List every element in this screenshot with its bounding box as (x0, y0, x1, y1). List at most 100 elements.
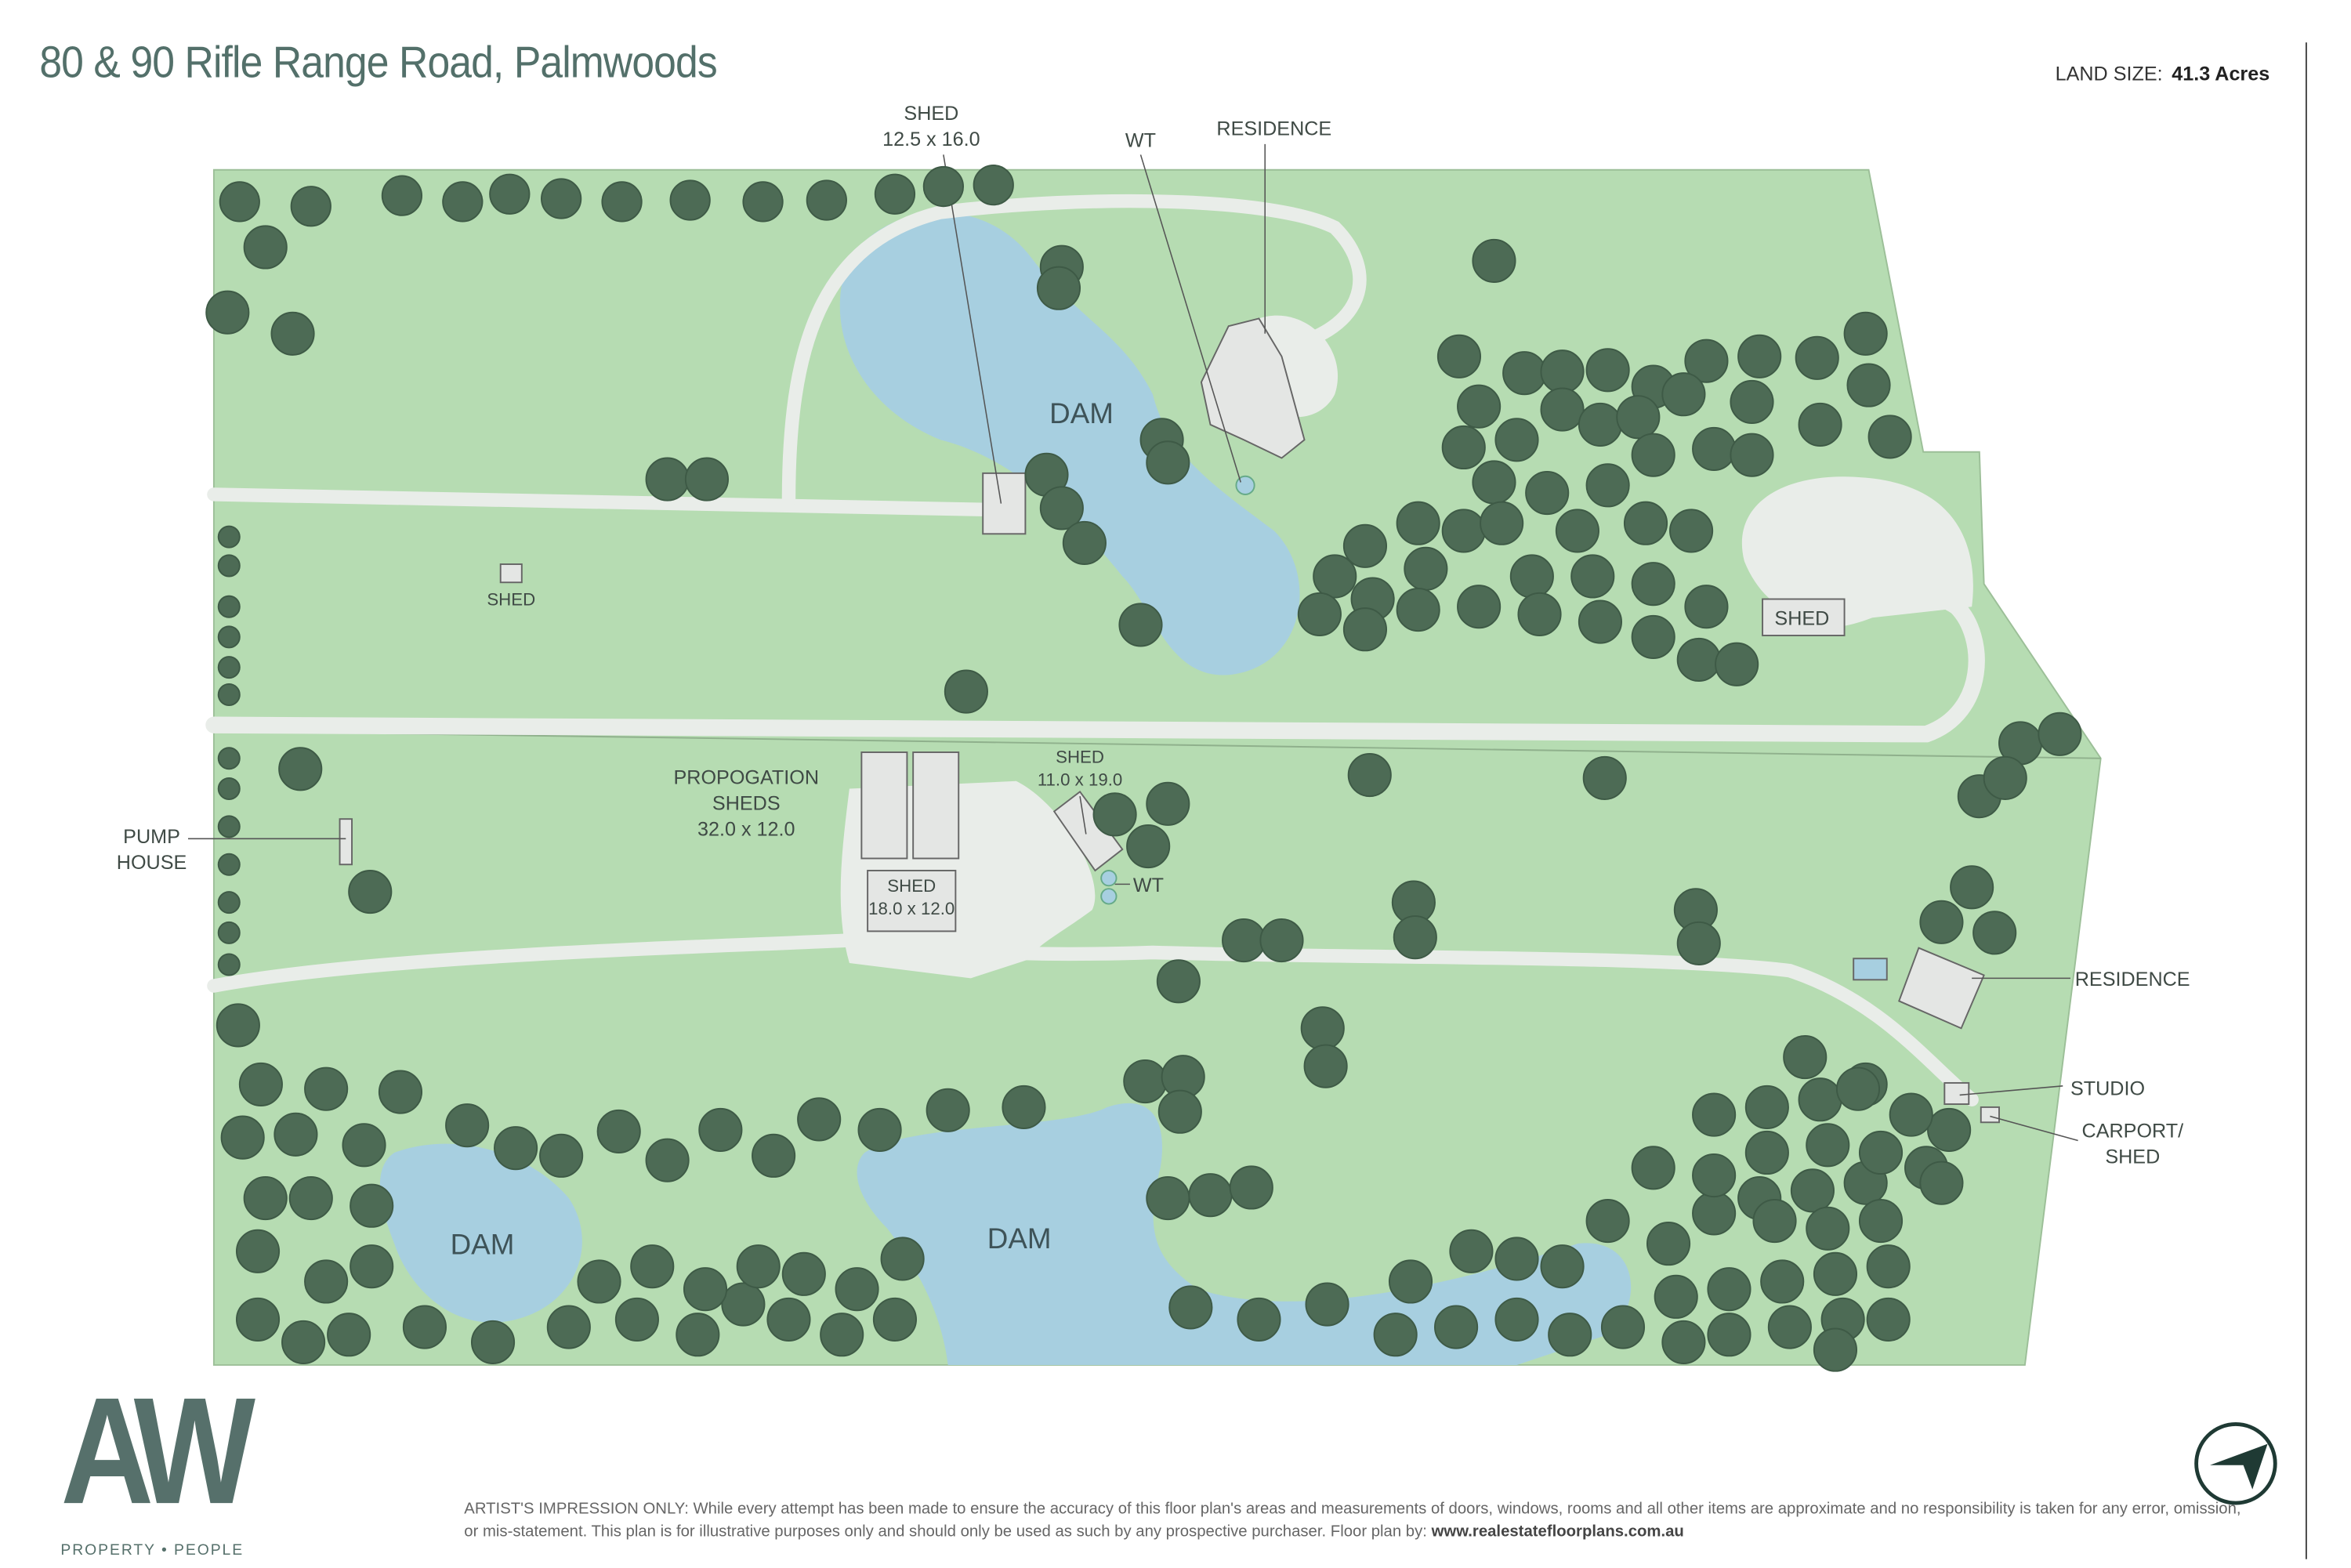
tree-icon (1752, 1199, 1797, 1244)
tree-icon (630, 1244, 675, 1289)
tree-icon (1737, 334, 1782, 378)
tree-icon (1540, 1244, 1585, 1289)
tree-icon (683, 1267, 728, 1312)
tree-icon (742, 181, 784, 223)
label-residence-top: RESIDENCE (1216, 117, 1332, 140)
tree-icon (1813, 1327, 1858, 1372)
tree-icon (1744, 1130, 1789, 1175)
tree-icon (1297, 592, 1342, 636)
tree-icon (1582, 755, 1627, 800)
north-compass-icon (2194, 1422, 2277, 1505)
tree-icon (1457, 585, 1502, 629)
tree-icon (1517, 592, 1562, 636)
tree-icon (1806, 1206, 1850, 1251)
tree-icon (470, 1320, 516, 1364)
label-text: PUMP (123, 824, 180, 848)
tree-icon (205, 290, 250, 335)
tree-icon (494, 1126, 538, 1171)
tree-icon (220, 1115, 265, 1160)
tree-icon (1237, 1297, 1281, 1342)
buildings (339, 317, 2000, 1124)
tree-icon (1715, 642, 1759, 686)
tree-icon (1806, 1123, 1850, 1168)
tree-icon (1919, 1161, 1964, 1205)
label-studio: STUDIO (2070, 1077, 2146, 1100)
disclaimer-text: ARTIST'S IMPRESSION ONLY: While every at… (464, 1500, 2241, 1541)
tree-icon (601, 181, 643, 223)
tree-icon (1676, 637, 1721, 683)
tree-icon (1570, 554, 1615, 599)
tree-icon (1600, 1305, 1646, 1349)
tree-icon (350, 1183, 394, 1228)
tree-icon (669, 179, 711, 221)
tree-icon (217, 853, 241, 876)
label-text: SHED (1056, 749, 1104, 768)
tree-icon (270, 311, 315, 356)
tree-icon (1744, 1085, 1789, 1129)
tree-icon (1585, 1199, 1630, 1244)
tree-icon (243, 1175, 288, 1221)
tree-icon (645, 457, 690, 502)
tree-icon (217, 777, 241, 800)
shed-small-building (499, 563, 523, 584)
tree-icon (1156, 959, 1201, 1004)
tree-icon (736, 1244, 781, 1289)
propogation-shed-1 (860, 751, 908, 860)
residence-top-building (1200, 317, 1306, 459)
tree-icon (1494, 418, 1539, 462)
tree-icon (1585, 348, 1630, 393)
tree-icon (1692, 1153, 1737, 1198)
tree-icon (217, 891, 241, 914)
tree-icon (217, 554, 241, 578)
tree-icon (1404, 546, 1448, 591)
tree-icon (327, 1313, 371, 1357)
tree-icon (541, 178, 582, 219)
tree-icon (1229, 1165, 1273, 1210)
tree-icon (1222, 918, 1266, 963)
tree-icon (1092, 792, 1137, 837)
tree-icon (1300, 1006, 1345, 1051)
tree-icon (539, 1133, 584, 1178)
tree-icon (304, 1259, 349, 1304)
tree-icon (781, 1251, 826, 1296)
tree-icon (1692, 426, 1737, 471)
tree-icon (1146, 781, 1190, 826)
land-size-label: LAND SIZE: (2055, 62, 2163, 85)
tree-icon (577, 1259, 621, 1304)
tree-icon (1441, 425, 1486, 470)
tree-icon (880, 1237, 925, 1281)
tree-icon (874, 173, 916, 215)
tree-icon (273, 1112, 318, 1157)
label-text: HOUSE (116, 850, 187, 874)
tree-icon (1347, 752, 1392, 798)
tree-icon (1578, 599, 1623, 644)
tree-icon (1813, 1251, 1858, 1296)
tree-icon (1684, 585, 1729, 629)
label-carport-shed: CARPORT/SHED (2082, 1117, 2184, 1169)
tree-icon (1790, 1168, 1835, 1213)
tree-icon (1631, 614, 1675, 659)
tree-icon (217, 747, 241, 770)
website-link[interactable]: www.realestatefloorplans.com.au (1431, 1523, 1684, 1541)
tree-icon (1730, 433, 1774, 477)
tree-icon (1927, 1107, 1972, 1153)
tree-icon (489, 173, 531, 215)
tree-icon (645, 1138, 690, 1182)
tree-icon (1494, 1297, 1539, 1342)
tree-icon (217, 953, 241, 976)
tree-icon (752, 1133, 796, 1178)
tree-icon (1692, 1092, 1737, 1137)
tree-icon (445, 1103, 490, 1148)
water-tank-icon (1235, 475, 1255, 495)
tree-icon (217, 525, 241, 549)
tree-icon (243, 225, 288, 270)
tree-icon (1866, 1244, 1911, 1289)
tree-icon (1494, 1237, 1539, 1281)
label-dam-left: DAM (450, 1229, 515, 1262)
tree-icon (1036, 266, 1081, 310)
tree-icon (1449, 1229, 1494, 1273)
label-text: SHED (887, 878, 936, 896)
tree-icon (1126, 824, 1171, 869)
tree-icon (1661, 1320, 1706, 1364)
